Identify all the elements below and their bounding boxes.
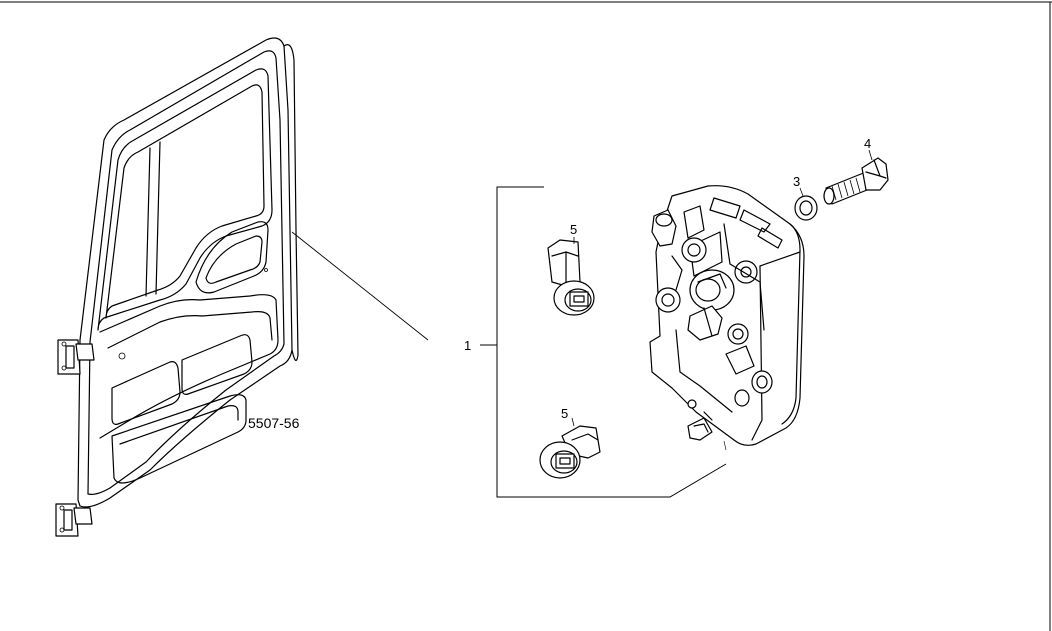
- cab-door-drawing: [55, 37, 299, 537]
- callout-3: 3: [793, 174, 800, 189]
- washer-drawing: [794, 195, 818, 221]
- callout-5-lower: 5: [561, 406, 568, 421]
- connector-upper-drawing: [547, 239, 595, 316]
- lock-leader-line: [723, 440, 727, 451]
- connector-lower-leader: [571, 417, 575, 427]
- assembly-bracket: [496, 186, 727, 498]
- washer-leader: [799, 187, 804, 197]
- door-leader-line: [291, 231, 429, 341]
- bolt-leader: [868, 149, 873, 161]
- callout-5-upper: 5: [570, 222, 577, 237]
- callout-4: 4: [864, 136, 871, 151]
- door-lock-body-drawing: [649, 185, 805, 446]
- callout-1: 1: [464, 338, 471, 353]
- connector-lower-drawing: [539, 425, 601, 479]
- reference-code-label: 5507-56: [248, 415, 300, 431]
- bolt-drawing: [823, 157, 889, 205]
